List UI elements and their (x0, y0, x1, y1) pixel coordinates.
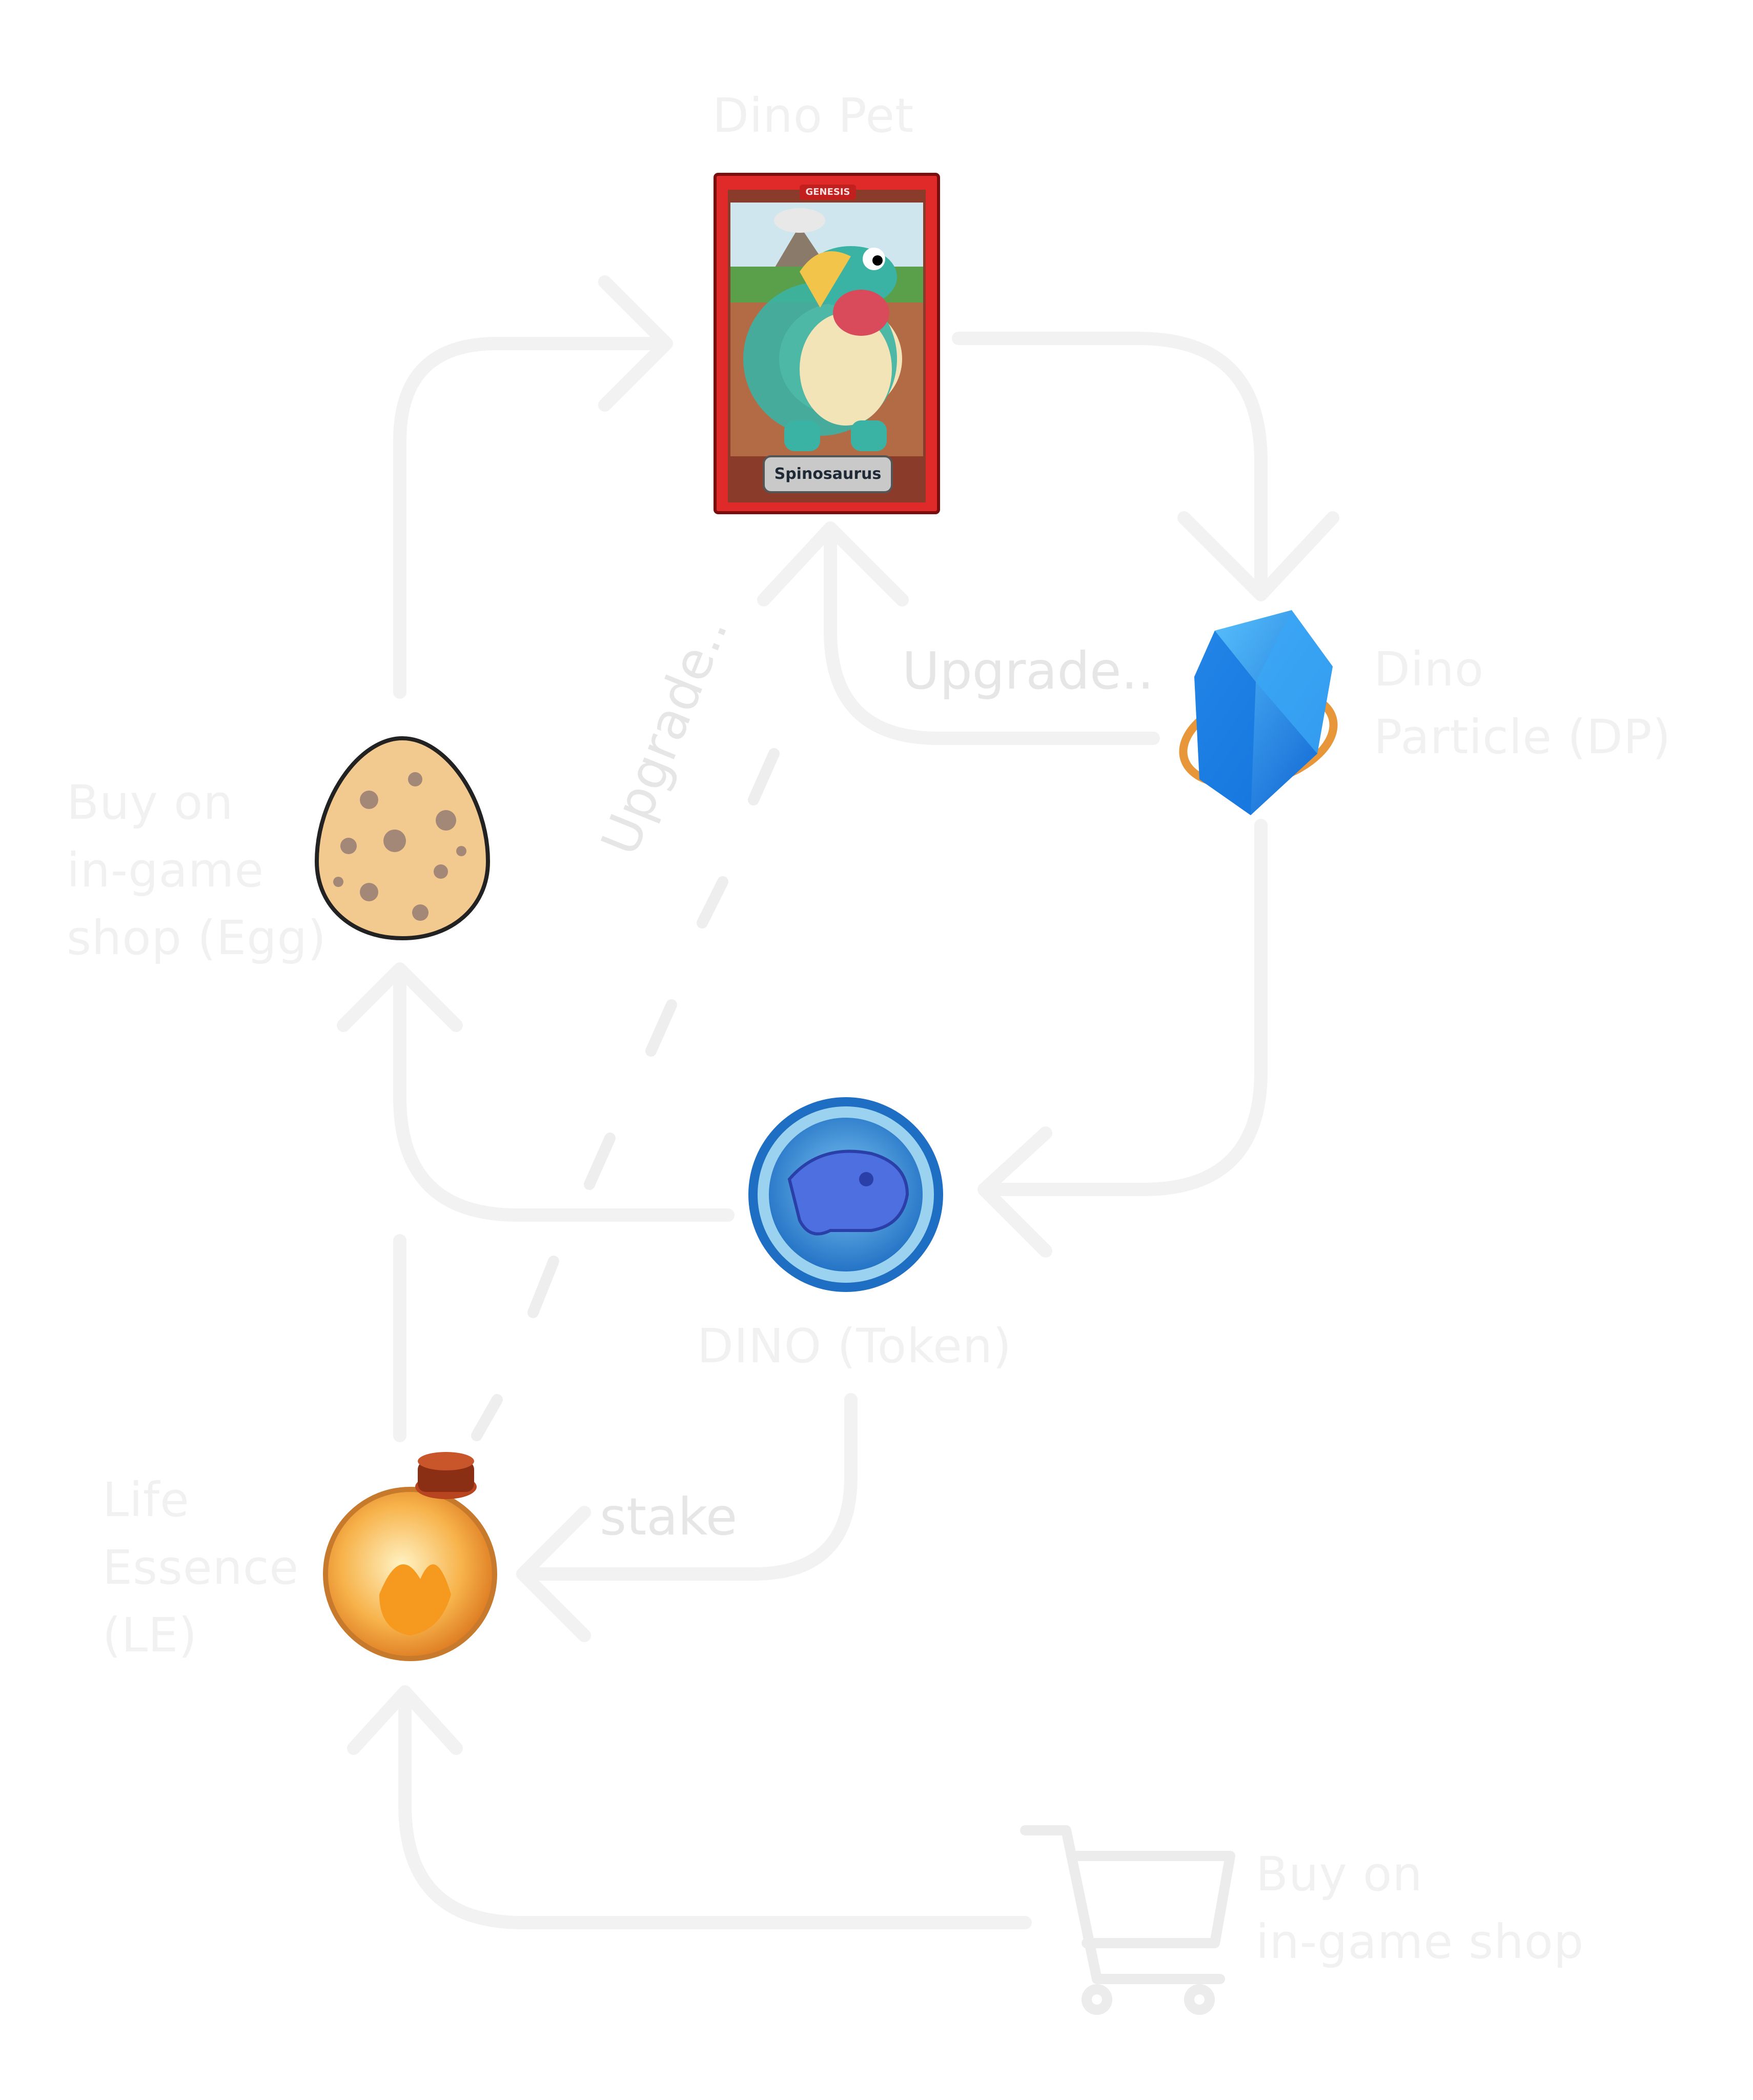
dino-coin-icon (748, 1097, 943, 1292)
arrow-dp-to-pet (824, 521, 1160, 745)
life-essence-label-line: Life (103, 1472, 190, 1527)
arrowhead-egg-to-pet (598, 275, 673, 412)
egg-icon (314, 736, 491, 941)
arrow-token-to-le (521, 1393, 858, 1581)
life-essence-label-line: Essence (103, 1540, 299, 1595)
dino-pet-label: Dino Pet (712, 82, 914, 150)
upgrade-dp-edge-label: Upgrade.. (902, 641, 1154, 701)
arrowhead-dp-to-token (977, 1126, 1052, 1258)
shop-label-line: in-game shop (1256, 1914, 1584, 1969)
shop-label-line: Buy on (1256, 1847, 1423, 1902)
egg-label: Buy on in-game shop (Egg) (67, 769, 327, 972)
shopping-cart-icon (1020, 1825, 1235, 2015)
arrowhead-shop-to-le (347, 1685, 463, 1755)
arrowhead-pet-to-dp (1177, 511, 1339, 601)
dino-token-label-text: DINO (Token) (697, 1319, 1012, 1374)
arrowhead-dp-to-pet (757, 521, 909, 607)
arrow-token-to-egg (393, 967, 735, 1222)
stake-edge-label: stake (600, 1487, 738, 1547)
dashed-segment (527, 1256, 559, 1318)
egg-label-line: shop (Egg) (67, 911, 327, 965)
arrowhead-token-to-egg (337, 962, 463, 1032)
dashed-segment (697, 876, 728, 928)
dino-pet-label-text: Dino Pet (712, 88, 914, 143)
dashed-segment (645, 999, 677, 1057)
dino-card-icon (714, 173, 940, 514)
arrow-shop-to-le (398, 1690, 1032, 1929)
dashed-segment (584, 1133, 616, 1190)
dino-particle-label-line: Dino (1374, 642, 1484, 697)
arrowhead-token-to-le (516, 1506, 591, 1642)
dino-token-label: DINO (Token) (697, 1312, 1012, 1380)
crystal-icon (1179, 610, 1338, 815)
arrow-pet-to-dp (952, 332, 1268, 591)
shop-label: Buy on in-game shop (1256, 1841, 1584, 1976)
card-name: Spinosaurus (774, 465, 882, 483)
life-essence-label-line: (LE) (103, 1608, 198, 1663)
life-essence-label: Life Essence (LE) (103, 1466, 299, 1669)
potion-icon (323, 1452, 497, 1661)
egg-label-line: in-game (67, 843, 264, 898)
egg-label-line: Buy on (67, 775, 234, 830)
dashed-segment (471, 1394, 503, 1441)
dino-particle-label: Dino Particle (DP) (1374, 636, 1671, 771)
dashed-segment (748, 748, 780, 805)
dino-particle-label-line: Particle (DP) (1374, 710, 1672, 764)
card-banner: GENESIS (805, 187, 850, 197)
arrow-dp-to-token (983, 819, 1268, 1196)
arrow-egg-to-pet (393, 337, 668, 699)
